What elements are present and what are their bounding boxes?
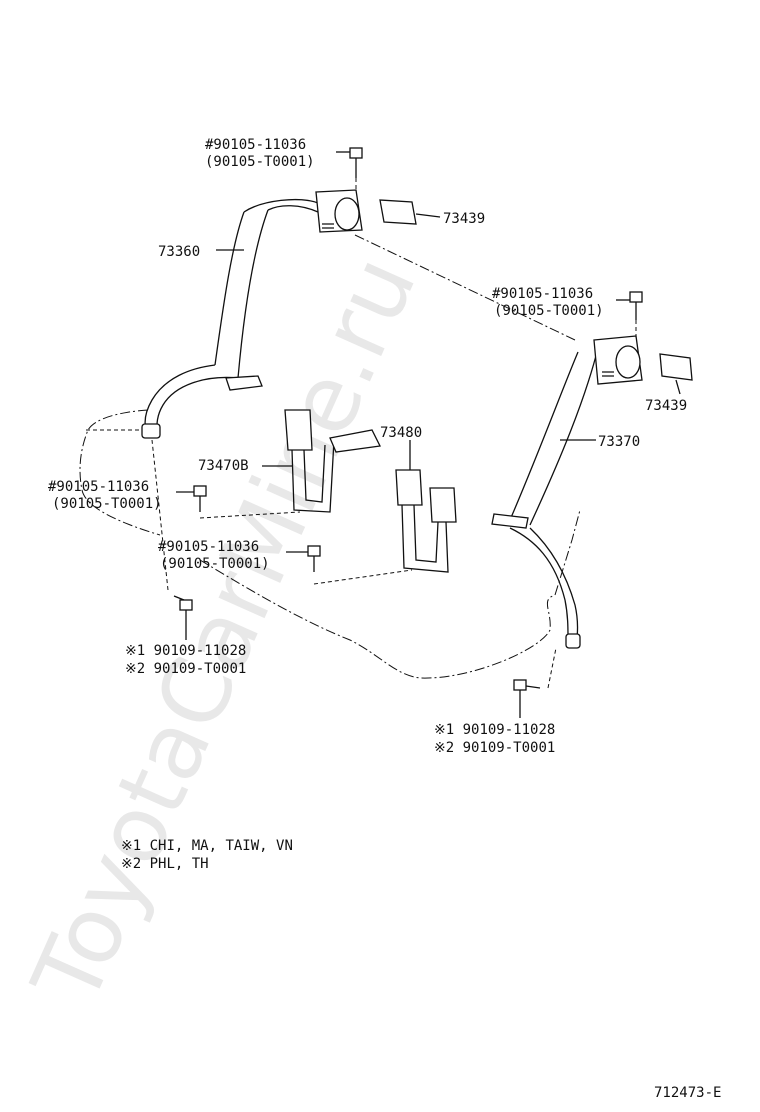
- label-cover-left: 73439: [443, 211, 485, 227]
- bolt-right-alternate: (90105-T0001): [494, 303, 604, 319]
- label-cover-right: 73439: [645, 398, 687, 414]
- bolt-top-alternate: (90105-T0001): [205, 154, 315, 170]
- bolt-mid-left-alternate: (90105-T0001): [52, 496, 162, 512]
- bolt-mid-center-alternate: (90105-T0001): [160, 556, 270, 572]
- leader-cover-right: [675, 379, 681, 395]
- label-buckle-center: 73480: [380, 425, 422, 441]
- screw-right-line1: ※1 90109-11028: [434, 722, 555, 738]
- label-belt-left: 73360: [158, 244, 200, 260]
- drawing-number: 712473-E: [654, 1085, 721, 1101]
- bolt-mid-left: [176, 485, 301, 519]
- seat-outline: [79, 234, 581, 679]
- bolt-top-primary: #90105-11036: [205, 137, 306, 153]
- buckle-center: [395, 440, 457, 573]
- screw-left-line1: ※1 90109-11028: [125, 643, 246, 659]
- watermark: ToyotaCarMine.ru: [12, 241, 437, 1020]
- label-buckle-left: 73470B: [198, 458, 249, 474]
- bolt-right-primary: #90105-11036: [492, 286, 593, 302]
- belt-left-assembly: [141, 189, 363, 439]
- footnote-1: ※1 CHI, MA, TAIW, VN: [121, 838, 293, 854]
- footnote-2: ※2 PHL, TH: [121, 856, 209, 872]
- cover-left: [379, 199, 417, 225]
- buckle-left: [262, 409, 381, 513]
- cover-right: [659, 353, 693, 381]
- bolt-right-top: [616, 291, 643, 338]
- bolt-mid-left-primary: #90105-11036: [48, 479, 149, 495]
- screw-left-line2: ※2 90109-T0001: [125, 661, 246, 677]
- belt-right-assembly: [491, 335, 643, 649]
- bolt-mid-center: [286, 545, 413, 585]
- screw-right: [513, 647, 557, 718]
- bolt-mid-center-primary: #90105-11036: [158, 539, 259, 555]
- screw-right-line2: ※2 90109-T0001: [434, 740, 555, 756]
- screw-left: [151, 439, 193, 640]
- bolt-top: [336, 147, 363, 192]
- label-belt-right: 73370: [598, 434, 640, 450]
- leader-cover-left: [415, 213, 441, 218]
